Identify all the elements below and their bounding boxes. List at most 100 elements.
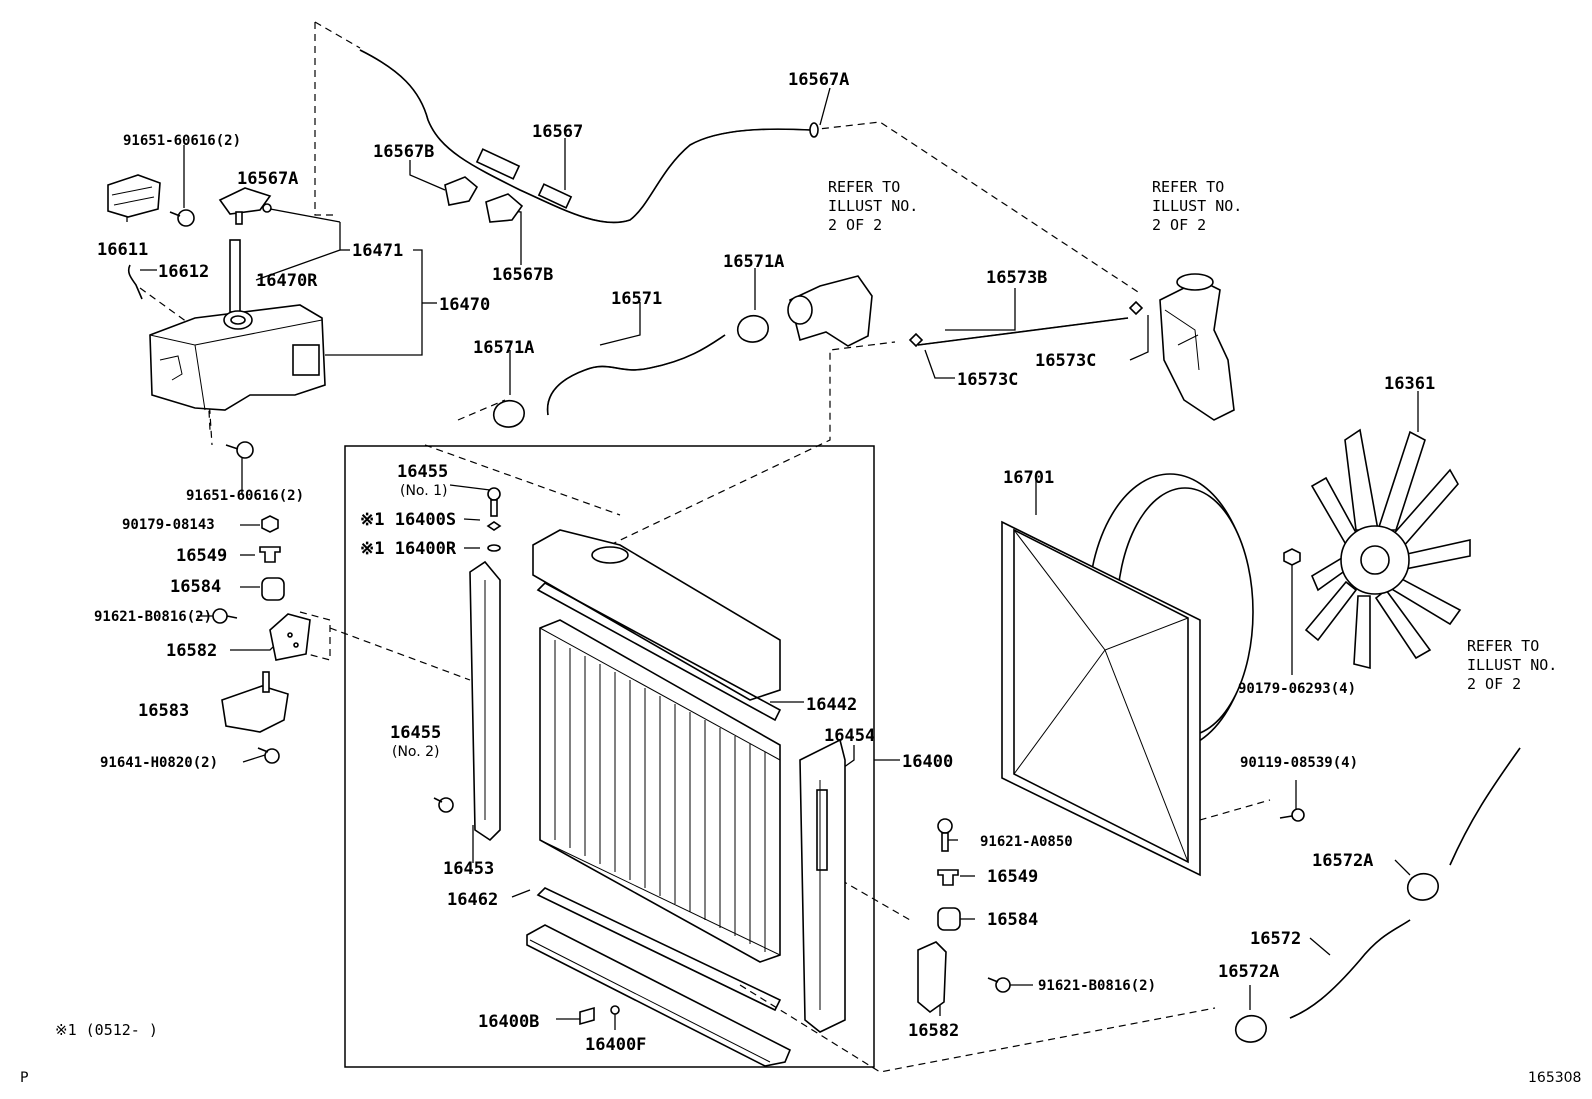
label-16584-right: 16584	[987, 910, 1038, 930]
part-16612-hook	[127, 264, 143, 300]
svg-text:REFER TO: REFER TO	[828, 178, 900, 196]
label-16612: 16612	[158, 262, 209, 282]
label-16572A-top: 16572A	[1312, 851, 1373, 871]
label-16567A-left: 16567A	[237, 169, 298, 189]
part-16567-hose	[359, 49, 811, 224]
label-16567B-bottom: 16567B	[492, 265, 553, 285]
radiator-assembly-box	[344, 445, 875, 1068]
part-16572-lower-hose	[1289, 919, 1411, 1019]
part-16573C-clip-right	[1128, 300, 1144, 316]
label-16572: 16572	[1250, 929, 1301, 949]
footnote: ※1 (0512- )	[55, 1021, 158, 1039]
label-16573C-left: 16573C	[957, 370, 1018, 390]
label-91641-H0820: 91641-H0820(2)	[100, 755, 218, 771]
label-16571A-right: 16571A	[723, 252, 784, 272]
part-16470-reservoir-tank	[149, 304, 326, 411]
part-16571A-clamp-right	[736, 314, 769, 343]
refer-note-1: REFER TO ILLUST NO. 2 OF 2	[828, 178, 918, 234]
label-16462: 16462	[447, 890, 498, 910]
part-bolt-91621-B0816-right	[995, 977, 1011, 993]
part-16549-collar-left	[259, 546, 281, 563]
label-16400: 16400	[902, 752, 953, 772]
svg-text:ILLUST NO.: ILLUST NO.	[1467, 656, 1557, 674]
svg-text:2 OF 2: 2 OF 2	[1467, 675, 1521, 693]
part-16701-fan-shroud	[1001, 473, 1254, 877]
part-16584-cushion-left	[261, 577, 285, 601]
part-bolt-top-left	[177, 209, 195, 227]
label-16400R: ※1 16400R	[360, 539, 457, 559]
label-16453: 16453	[443, 859, 494, 879]
label-16455-no1: 16455	[397, 462, 448, 482]
label-16455-no2-sub: (No. 2)	[392, 744, 440, 760]
label-16400F: 16400F	[585, 1035, 646, 1055]
label-16549-right: 16549	[987, 867, 1038, 887]
part-16567A-clip-right	[809, 122, 819, 138]
part-lower-pipe	[1449, 747, 1521, 866]
label-91621-B0816-right: 91621-B0816(2)	[1038, 978, 1156, 994]
label-16573B: 16573B	[986, 268, 1047, 288]
refer-note-3: REFER TO ILLUST NO. 2 OF 2	[1467, 637, 1557, 693]
svg-text:2 OF 2: 2 OF 2	[828, 216, 882, 234]
label-90119-08539: 90119-08539(4)	[1240, 755, 1358, 771]
label-16455-no2: 16455	[390, 723, 441, 743]
diagram-code: 165308	[1528, 1070, 1581, 1086]
part-16361-fan	[1304, 428, 1471, 670]
label-91621-B0816-left: 91621-B0816(2)	[94, 609, 212, 625]
label-16470: 16470	[439, 295, 490, 315]
label-90179-08143: 90179-08143	[122, 517, 215, 533]
part-bolt-91651-bottom	[236, 441, 254, 459]
svg-text:REFER TO: REFER TO	[1467, 637, 1539, 655]
label-16455-no1-sub: (No. 1)	[400, 483, 448, 499]
part-radiator-core	[526, 529, 792, 1067]
label-16582-left: 16582	[166, 641, 217, 661]
label-16611: 16611	[97, 240, 148, 260]
part-16582-bracket-right	[917, 941, 947, 1014]
part-16572A-clamp-bottom	[1234, 1014, 1267, 1043]
label-16400B: 16400B	[478, 1012, 539, 1032]
label-16400S: ※1 16400S	[360, 510, 456, 530]
label-16567: 16567	[532, 122, 583, 142]
svg-text:ILLUST NO.: ILLUST NO.	[828, 197, 918, 215]
part-16400R-oring	[487, 544, 501, 552]
svg-text:2 OF 2: 2 OF 2	[1152, 216, 1206, 234]
part-bolt-91641	[264, 748, 280, 764]
label-16571: 16571	[611, 289, 662, 309]
label-16582-right: 16582	[908, 1021, 959, 1041]
page-marker: P	[20, 1070, 28, 1086]
part-16573C-clip-left	[908, 332, 924, 348]
label-16572A-bottom: 16572A	[1218, 962, 1279, 982]
label-91651-60616-bottom: 91651-60616(2)	[186, 488, 304, 504]
part-16400S-washer	[486, 521, 502, 531]
label-91621-A0850: 91621-A0850	[980, 834, 1073, 850]
label-16454: 16454	[824, 726, 875, 746]
part-16470R-tube	[229, 239, 241, 313]
label-16567B-top: 16567B	[373, 142, 434, 162]
label-16471: 16471	[352, 241, 403, 261]
part-16572A-clamp-top	[1406, 872, 1439, 901]
part-90179-08143-nut	[261, 515, 279, 533]
label-16583: 16583	[138, 701, 189, 721]
part-16567B-clamp-top	[444, 176, 479, 206]
part-water-outlet	[789, 275, 873, 347]
label-16573C-right: 16573C	[1035, 351, 1096, 371]
label-16549-left: 16549	[176, 546, 227, 566]
part-16567A-cap	[218, 187, 272, 215]
part-labels: 91651-60616(2) 16611 16612 16567A 16470R…	[94, 70, 1435, 1055]
label-16567A-right: 16567A	[788, 70, 849, 90]
part-16400B-drain-cock	[579, 1006, 595, 1026]
part-90179-06293-nut	[1283, 548, 1301, 566]
label-16470R: 16470R	[256, 271, 318, 291]
part-16549-collar-right	[937, 869, 959, 886]
part-16567B-clamp-bottom	[485, 193, 524, 223]
label-16361: 16361	[1384, 374, 1435, 394]
part-16611-bracket	[107, 174, 161, 218]
label-90179-06293: 90179-06293(4)	[1238, 681, 1356, 697]
part-16583-support	[221, 685, 289, 733]
label-91651-60616-top: 91651-60616(2)	[123, 133, 241, 149]
part-bolt-90119	[1291, 808, 1305, 822]
part-16400F-oring	[610, 1005, 620, 1015]
svg-text:ILLUST NO.: ILLUST NO.	[1152, 197, 1242, 215]
label-16571A-left: 16571A	[473, 338, 534, 358]
part-bolt-91621-left	[212, 608, 228, 624]
